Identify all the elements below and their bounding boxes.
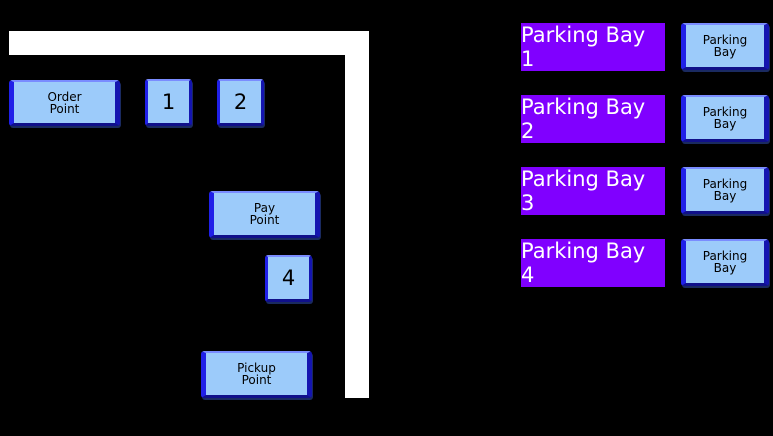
pay-point-button[interactable]: Pay Point (209, 191, 320, 238)
parking-bay-3-button[interactable]: Parking Bay (681, 167, 769, 214)
parking-bay-1-button-label: Parking Bay (702, 33, 748, 59)
queue-slot-4-button[interactable]: 4 (265, 255, 312, 302)
pickup-point-button[interactable]: Pickup Point (201, 351, 312, 398)
right-wall (345, 31, 369, 398)
order-point-label: Order Point (47, 89, 82, 116)
parking-bay-4-label: Parking Bay 4 (521, 239, 665, 287)
queue-slot-1-button[interactable]: 1 (145, 79, 192, 126)
parking-bay-4-button-label: Parking Bay (702, 249, 748, 275)
parking-bay-1-label: Parking Bay 1 (521, 23, 665, 71)
pickup-point-label: Pickup Point (237, 361, 276, 387)
parking-bay-4-button[interactable]: Parking Bay (681, 239, 769, 286)
parking-bay-2-button[interactable]: Parking Bay (681, 95, 769, 142)
parking-bay-3-button-label: Parking Bay (702, 177, 748, 203)
queue-slot-2-label: 2 (233, 90, 248, 114)
queue-slot-4-label: 4 (281, 266, 296, 290)
order-point-button[interactable]: Order Point (9, 80, 120, 126)
parking-bay-1-button[interactable]: Parking Bay (681, 23, 769, 70)
parking-bay-3-label: Parking Bay 3 (521, 167, 665, 215)
queue-slot-2-button[interactable]: 2 (217, 79, 264, 126)
queue-slot-1-label: 1 (161, 90, 176, 114)
parking-bay-2-button-label: Parking Bay (702, 105, 748, 131)
pay-point-label: Pay Point (249, 201, 280, 227)
parking-bay-2-label: Parking Bay 2 (521, 95, 665, 143)
top-wall (9, 31, 369, 55)
